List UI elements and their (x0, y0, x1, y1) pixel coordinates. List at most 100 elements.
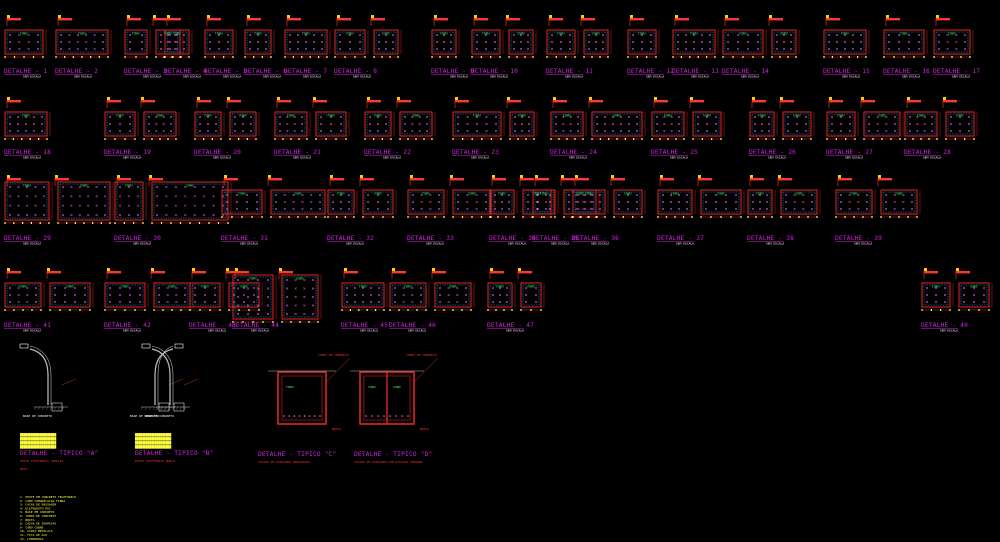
box-inner-frame (935, 31, 969, 53)
rebar-mark (168, 47, 172, 51)
rebar-mark (8, 122, 12, 126)
note-item: 12- LUMINARIA (20, 537, 44, 541)
rebar-mark (967, 115, 971, 119)
rebar-mark (595, 115, 599, 119)
rebar-mark (696, 129, 700, 133)
typical-d-title: DETALHE - TIPICO "D" (354, 451, 433, 458)
detail-label: DETALHE - 2 (55, 68, 98, 75)
box-outer-frame (143, 111, 177, 137)
rebar-mark (908, 115, 912, 119)
detail-label: DETALHE - 47 (487, 322, 534, 329)
rebar-mark (619, 115, 623, 119)
box-outer-frame (104, 111, 136, 137)
dimension-tick (160, 222, 163, 224)
box-outer-frame (722, 29, 764, 55)
dimension-tick (513, 216, 515, 218)
tag-flag (127, 15, 130, 18)
tag-bar (769, 18, 783, 21)
box-outer-frame (782, 111, 812, 137)
rebar-mark (595, 129, 599, 133)
dimension-tick (622, 216, 624, 218)
detail-scale: SEM ESCALA (450, 75, 468, 79)
rebar-mark (786, 115, 790, 119)
dimension-tick (134, 309, 136, 311)
rebar-mark (241, 122, 245, 126)
tag-flag (344, 268, 347, 271)
rebar-mark (101, 47, 105, 51)
rebar-mark (554, 122, 558, 126)
rebar-mark (294, 287, 297, 290)
dimension-tick (74, 222, 76, 224)
tag-bar (520, 178, 534, 181)
pole-arm-outline (157, 345, 174, 405)
rebar-mark (266, 304, 270, 307)
rebar-mark (456, 286, 459, 290)
dimension-tick (232, 56, 234, 58)
box-outer-frame (164, 29, 190, 55)
rebar-mark (635, 200, 639, 204)
rebar-mark (108, 122, 112, 126)
rebar-mark (8, 47, 12, 51)
rebar-mark (500, 207, 504, 211)
rebar-mark (203, 293, 207, 297)
rebar-mark (544, 193, 548, 197)
rebar-mark (963, 47, 967, 51)
dimension-tick (317, 321, 319, 323)
tag-flag (107, 97, 110, 100)
rebar-mark (93, 33, 96, 37)
box-inner-frame (106, 113, 134, 135)
rebar-mark (848, 115, 852, 119)
ground-hatch (33, 406, 37, 411)
box-outer-frame (883, 29, 925, 55)
rebar-mark (967, 129, 971, 133)
rebar-mark (594, 40, 598, 44)
rebar-mark (524, 300, 528, 304)
box-label: COBRE (793, 114, 801, 118)
rebar-mark (955, 33, 958, 37)
rebar-mark (884, 193, 888, 197)
tag-flag (575, 175, 578, 178)
rebar-mark (300, 115, 304, 119)
rebar-mark (235, 207, 239, 211)
box-label: FIBRA (287, 114, 295, 118)
rebar-mark (165, 185, 168, 189)
tag-bar (455, 100, 469, 103)
rebar-mark (61, 213, 65, 217)
rebar-mark (377, 300, 381, 304)
rebar-mark (233, 129, 237, 133)
ground-hatch (167, 406, 171, 411)
rebar-mark (568, 33, 572, 37)
dimension-tick (171, 309, 173, 311)
rebar-mark (685, 200, 689, 204)
rebar-mark (789, 40, 793, 44)
rebar-mark (507, 200, 511, 204)
box-outer-frame (509, 111, 535, 137)
rebar-mark (174, 195, 178, 198)
dimension-tick (40, 309, 42, 311)
tag-bar (778, 178, 792, 181)
detail-scale: SEM ESCALA (143, 75, 161, 79)
rebar-mark (36, 47, 40, 51)
ground-hatch (175, 406, 179, 411)
dimension-tick (282, 138, 284, 140)
rebar-mark (256, 304, 260, 307)
tag-flag (141, 97, 144, 100)
box-label: COBRE (795, 192, 803, 196)
rebar-mark (159, 40, 163, 44)
rebar-mark (661, 200, 665, 204)
rebar-mark (366, 193, 370, 197)
rebar-mark (587, 40, 591, 44)
dimension-tick (563, 216, 565, 218)
rebar-mark (184, 204, 187, 207)
detail-label: DETALHE - 24 (550, 149, 597, 156)
rebar-mark (278, 129, 282, 133)
dimension-tick (389, 309, 391, 311)
box-outer-frame (232, 274, 274, 320)
dimension-tick (940, 309, 942, 311)
rebar-mark (193, 293, 197, 297)
rebar-mark (802, 193, 805, 197)
